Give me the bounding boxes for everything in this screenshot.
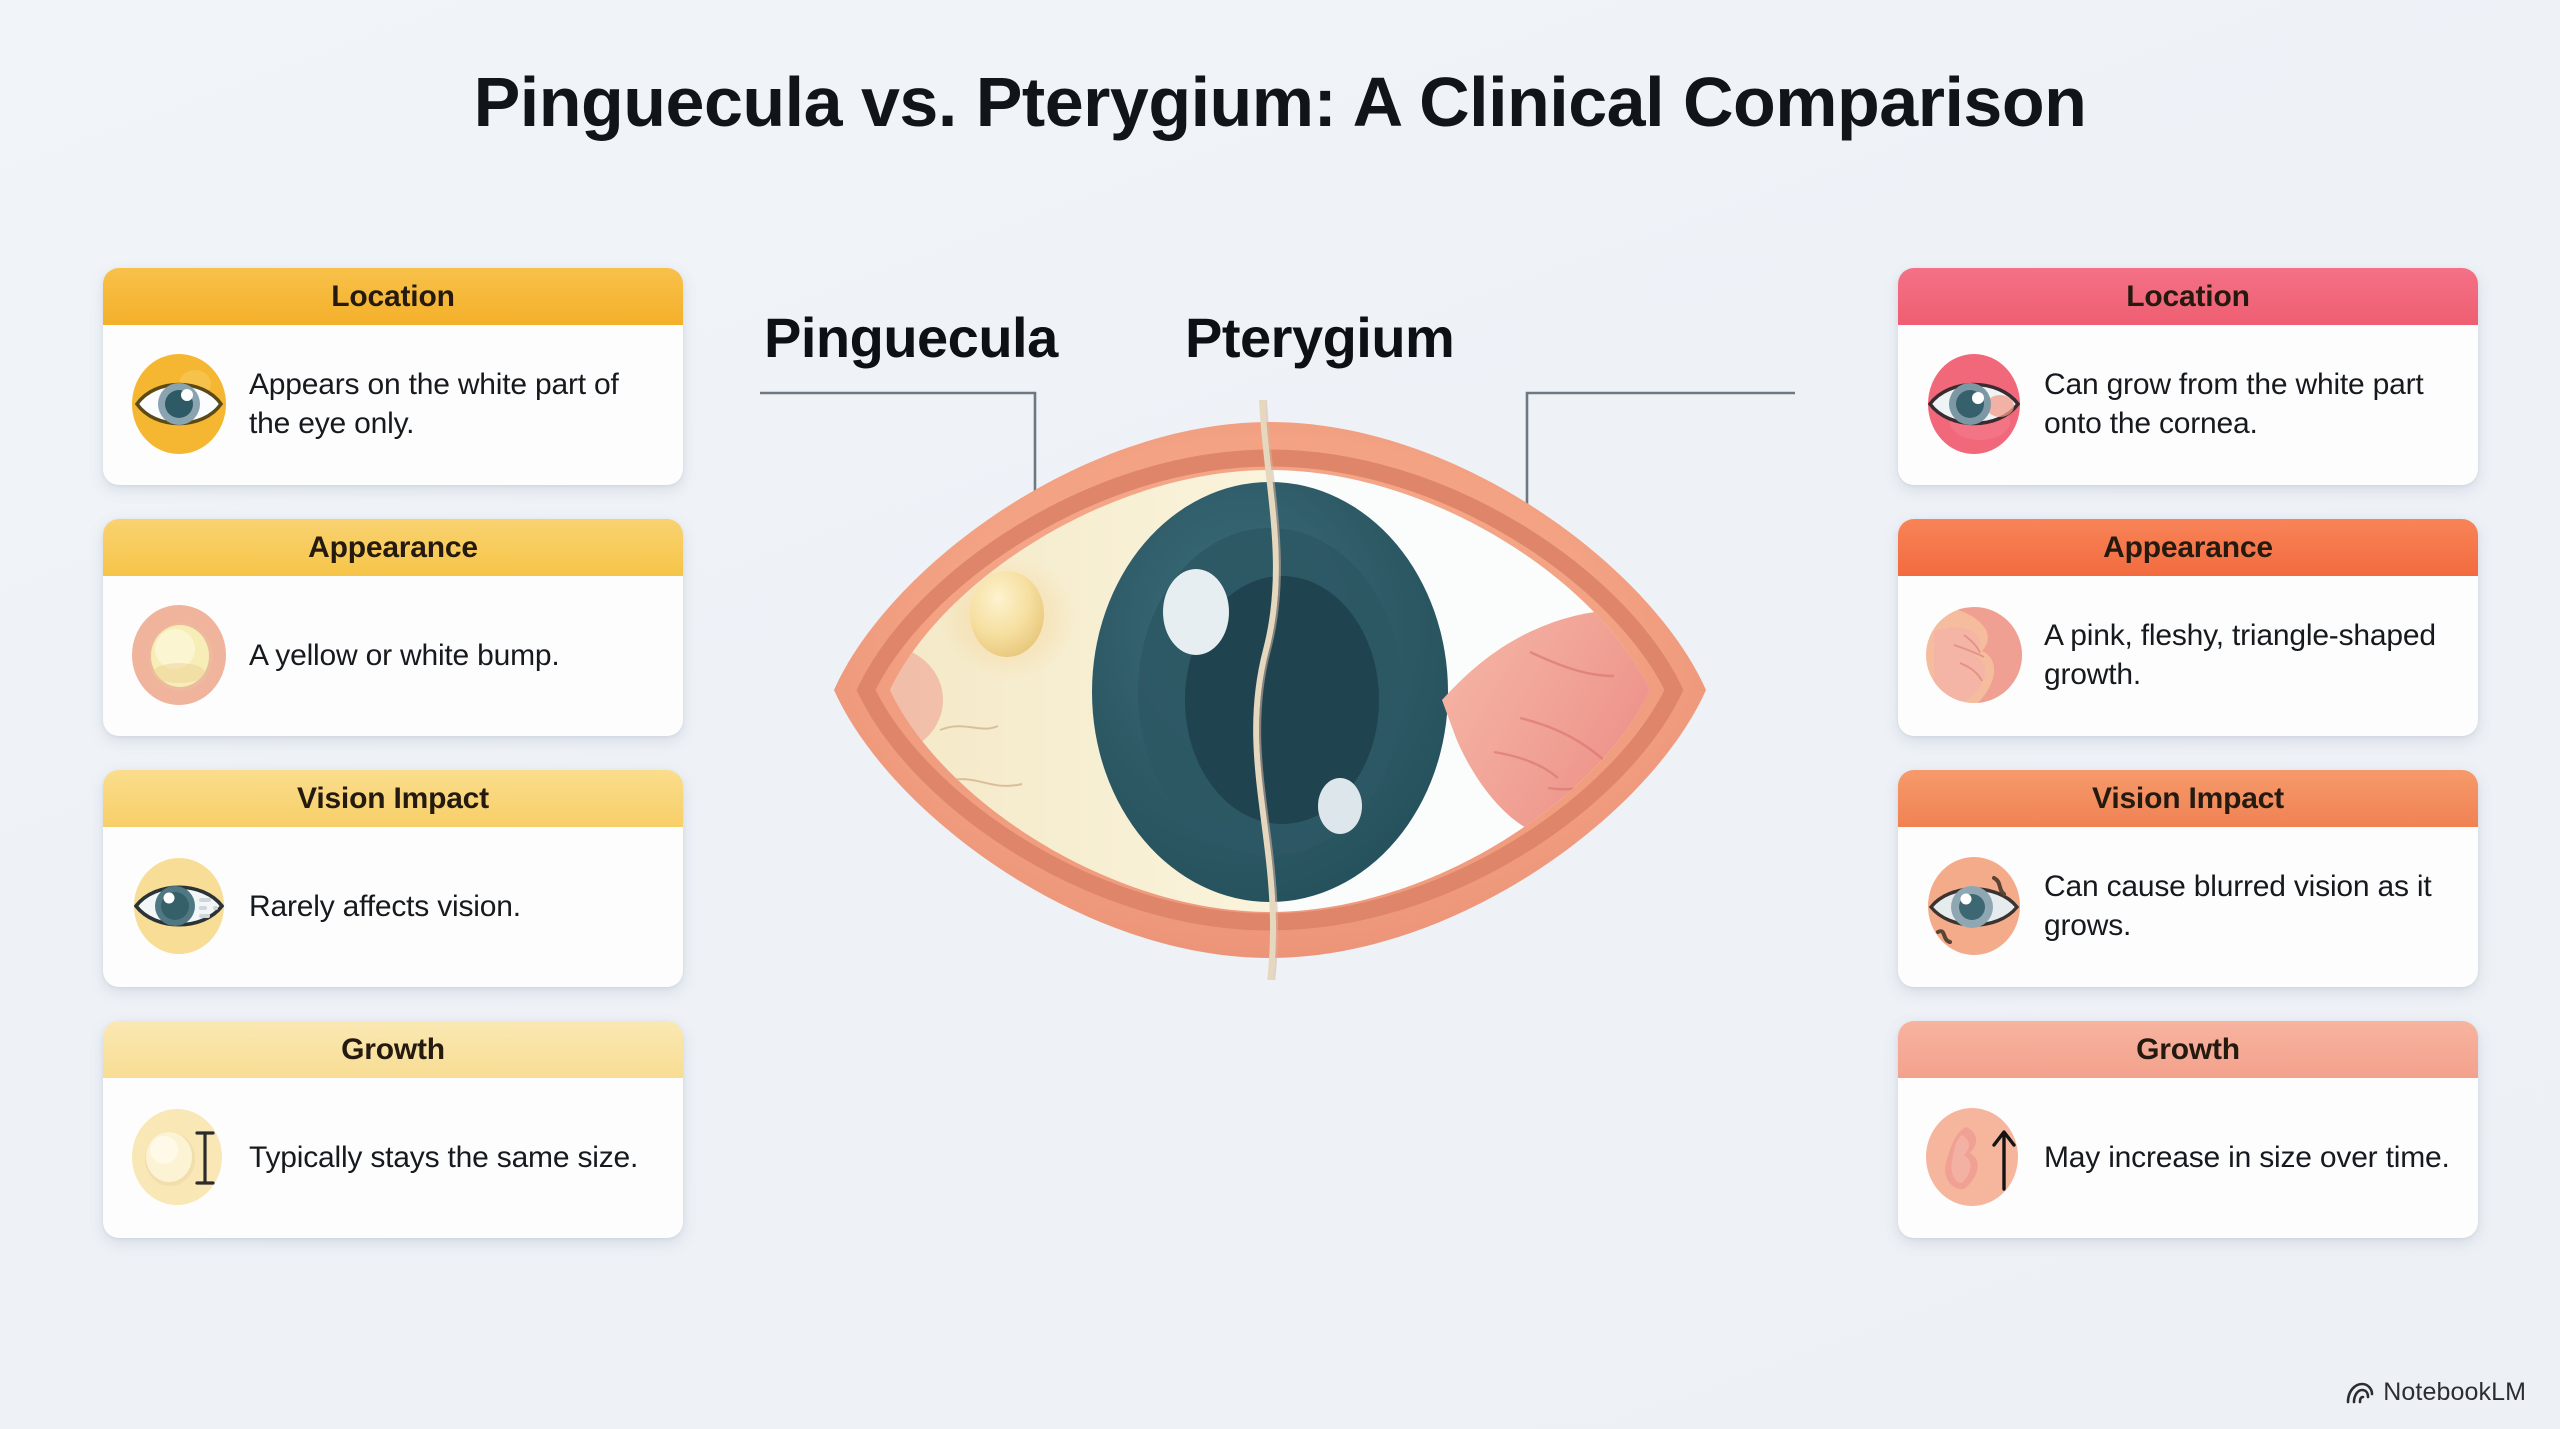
card-text: Can cause blurred vision as it grows. — [2044, 870, 2432, 942]
card-header-label: Location — [103, 268, 683, 325]
card-right-growth: Growth May increase in size over time. — [1898, 1021, 2478, 1238]
pinguecula-card-column: Location Appears on the white part of th… — [103, 268, 683, 1238]
card-header-label: Appearance — [103, 519, 683, 576]
eye-on-pink-circle-icon — [1920, 350, 2028, 458]
page-title: Pinguecula vs. Pterygium: A Clinical Com… — [473, 63, 2087, 141]
center-divider-accent — [1259, 400, 1281, 980]
card-text: May increase in size over time. — [2044, 1140, 2450, 1174]
bump-with-measure-bar-icon — [125, 1103, 233, 1211]
watermark-label: NotebookLM — [2383, 1378, 2526, 1406]
iris-highlight-upper — [1163, 569, 1229, 655]
eye-diagram — [830, 400, 1710, 980]
card-body: Typically stays the same size. — [103, 1078, 683, 1238]
pink-fleshy-growth-icon — [1920, 601, 2028, 709]
card-text: Typically stays the same size. — [249, 1140, 639, 1174]
card-body: Can cause blurred vision as it grows. — [1898, 827, 2478, 987]
card-text: Can grow from the white part onto the co… — [2044, 368, 2424, 440]
card-header-label: Vision Impact — [1898, 770, 2478, 827]
label-pterygium: Pterygium — [1185, 306, 1455, 369]
card-header-label: Vision Impact — [103, 770, 683, 827]
card-body: A yellow or white bump. — [103, 576, 683, 736]
iris-highlight-lower — [1318, 778, 1362, 834]
card-text: A pink, fleshy, triangle-shaped growth. — [2044, 619, 2436, 691]
pupil — [1185, 576, 1379, 824]
card-body: Rarely affects vision. — [103, 827, 683, 987]
card-left-appearance: Appearance A yellow or white bump. — [103, 519, 683, 736]
card-text: A yellow or white bump. — [249, 638, 560, 672]
card-right-location: Location Can grow from the white part on… — [1898, 268, 2478, 485]
eye-with-blur-marks-icon — [125, 852, 233, 960]
card-body: A pink, fleshy, triangle-shaped growth. — [1898, 576, 2478, 736]
card-body: May increase in size over time. — [1898, 1078, 2478, 1238]
pinguecula-bump — [970, 571, 1044, 657]
eye-illustration-stage: Pinguecula Pterygium — [700, 150, 1890, 1330]
card-header-label: Location — [1898, 268, 2478, 325]
label-pinguecula: Pinguecula — [764, 306, 1058, 369]
notebooklm-arc-icon — [2346, 1382, 2374, 1403]
pterygium-card-column: Location Can grow from the white part on… — [1898, 268, 2478, 1238]
notebooklm-watermark: NotebookLM — [2346, 1378, 2526, 1407]
eye-on-gold-circle-icon — [125, 350, 233, 458]
growth-with-up-arrow-icon — [1920, 1103, 2028, 1211]
card-header-label: Growth — [103, 1021, 683, 1078]
card-body: Appears on the white part of the eye onl… — [103, 325, 683, 485]
card-text: Appears on the white part of the eye onl… — [249, 368, 619, 440]
card-header-label: Appearance — [1898, 519, 2478, 576]
card-right-vision-impact: Vision Impact Can cause blurred vision a… — [1898, 770, 2478, 987]
yellow-bump-on-peach-circle-icon — [125, 601, 233, 709]
card-header-label: Growth — [1898, 1021, 2478, 1078]
card-left-vision-impact: Vision Impact Rarely affects — [103, 770, 683, 987]
eye-with-blurred-vision-icon — [1920, 852, 2028, 960]
card-right-appearance: Appearance A p — [1898, 519, 2478, 736]
card-body: Can grow from the white part onto the co… — [1898, 325, 2478, 485]
card-text: Rarely affects vision. — [249, 889, 521, 923]
card-left-location: Location Appears on the white part of th… — [103, 268, 683, 485]
center-divider-line — [1253, 400, 1279, 980]
card-left-growth: Growth Typically stays the same size. — [103, 1021, 683, 1238]
